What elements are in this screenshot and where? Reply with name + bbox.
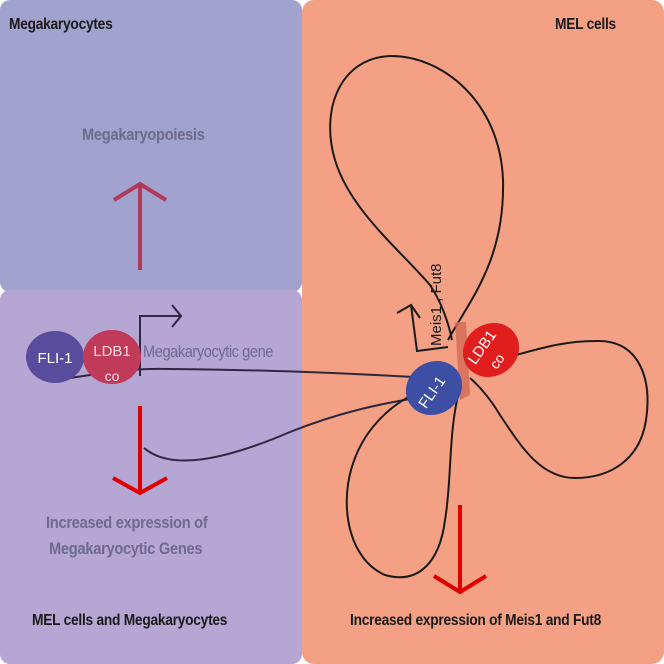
megakaryopoiesis-label: Megakaryopoiesis xyxy=(82,125,205,144)
up-arrow xyxy=(112,181,168,270)
increased-expression-mk-line1: Increased expression of xyxy=(46,513,208,532)
meis1-fut8-outcome-label: Increased expression of Meis1 and Fut8 xyxy=(350,612,601,629)
increased-expression-mk-line2: Megakaryocytic Genes xyxy=(49,539,203,558)
chromatin-strands xyxy=(69,54,649,579)
co-label-left: co xyxy=(105,368,120,384)
ldb1-label-left: LDB1 xyxy=(93,343,131,360)
down-arrow-right xyxy=(432,505,488,595)
megakaryocytic-gene-label: Megakaryocytic gene xyxy=(143,342,273,361)
mel-cells-title: MEL cells xyxy=(555,16,616,33)
meis1-fut8-gene-label: Meis1 , Fut8 xyxy=(428,263,445,346)
fli1-label-left: FLI-1 xyxy=(37,350,72,367)
ldb1-protein-right xyxy=(462,322,520,378)
megakaryocytes-panel xyxy=(0,0,302,292)
transcription-arrow-right xyxy=(396,303,449,353)
ldb1-protein-left xyxy=(83,330,141,384)
fli1-protein-right xyxy=(405,360,463,416)
megakaryocytes-title: Megakaryocytes xyxy=(9,16,113,33)
mel-and-megakaryocytes-title: MEL cells and Megakaryocytes xyxy=(32,612,228,629)
fli1-protein-left xyxy=(26,331,84,383)
transcription-arrow-left xyxy=(139,304,183,376)
down-arrow-left xyxy=(112,406,168,496)
